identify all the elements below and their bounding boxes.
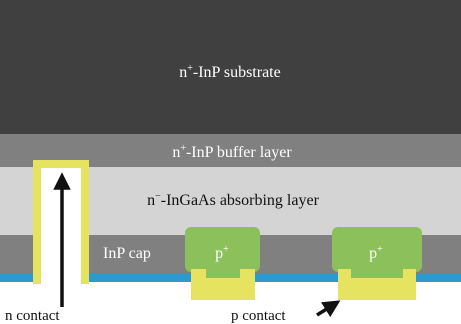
p-contact-metal-right-slot — [351, 269, 403, 278]
p-contact-caption: p contact — [231, 308, 286, 324]
substrate-layer — [0, 0, 461, 134]
p-region-left — [185, 227, 260, 272]
cap-label: InP cap — [103, 245, 151, 262]
p-region-left-label: p+ — [215, 244, 229, 262]
substrate-label: n+-InP substrate — [179, 63, 280, 81]
n-contact-caption: n contact — [5, 308, 60, 324]
p-region-right-label: p+ — [369, 244, 383, 262]
p-contact-arrow — [316, 300, 341, 318]
buffer-label: n+-InP buffer layer — [172, 143, 292, 161]
absorber-label: n−-InGaAs absorbing layer — [147, 191, 319, 209]
p-region-right — [332, 227, 422, 272]
p-contact-metal-left-slot — [206, 269, 240, 278]
